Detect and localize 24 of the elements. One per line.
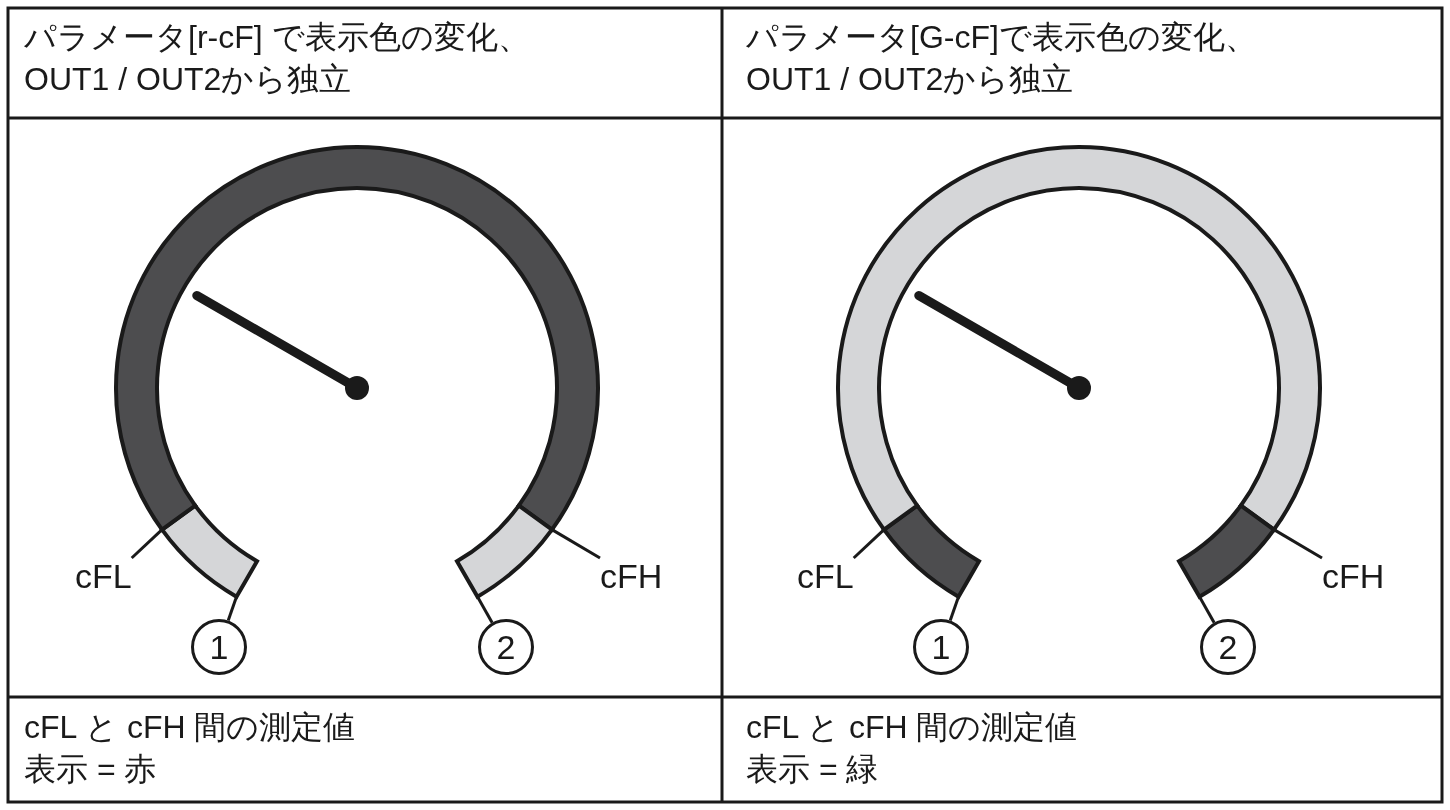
cell-text: 表示 = 赤: [24, 750, 157, 788]
cell-text: パラメータ[G-cF]で表示色の変化、: [746, 18, 1257, 56]
leader-line: [551, 528, 601, 560]
callout-label: cFH: [1322, 558, 1385, 594]
callout-label: cFL: [75, 558, 132, 594]
cell-text: cFL と cFH 間の測定値: [24, 708, 356, 746]
cell-text: OUT1 / OUT2から独立: [746, 60, 1074, 98]
leader-line: [1198, 595, 1216, 624]
cell-text: パラメータ[r-cF] で表示色の変化、: [24, 18, 530, 56]
callout-label: cFH: [600, 558, 663, 594]
leader-line: [852, 528, 886, 560]
leader-line: [226, 596, 238, 622]
leader-line: [948, 596, 960, 622]
leader-line: [1273, 528, 1323, 560]
callout-number: 2: [478, 619, 534, 675]
callout-number: 1: [913, 619, 969, 675]
cell-text: cFL と cFH 間の測定値: [746, 708, 1078, 746]
cell-text: OUT1 / OUT2から独立: [24, 60, 352, 98]
leader-line: [130, 528, 164, 560]
callout-number: 2: [1200, 619, 1256, 675]
callout-number: 1: [191, 619, 247, 675]
leader-line: [476, 595, 494, 624]
callout-label: cFL: [797, 558, 854, 594]
cell-text: 表示 = 緑: [746, 750, 879, 788]
